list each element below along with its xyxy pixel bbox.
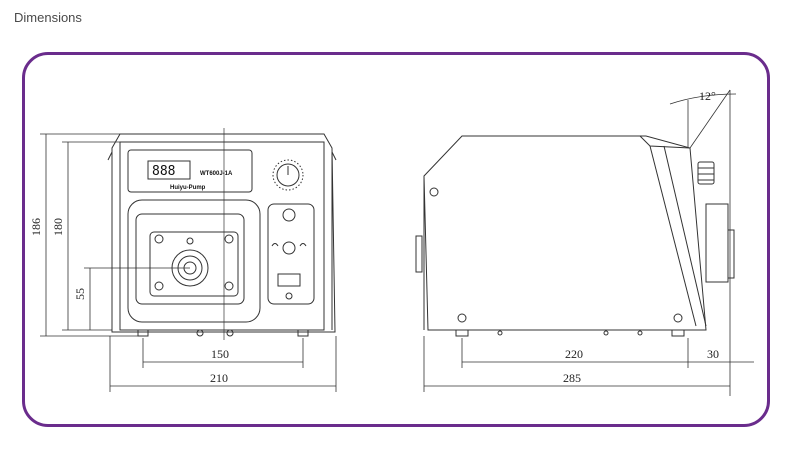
dim-180: 180 bbox=[51, 218, 65, 236]
knob-scale-icon bbox=[272, 159, 304, 191]
front-view bbox=[40, 128, 337, 392]
dim-angle: 12° bbox=[699, 89, 716, 103]
dim-285: 285 bbox=[563, 371, 581, 385]
dim-186: 186 bbox=[29, 218, 43, 236]
dim-30: 30 bbox=[707, 347, 719, 361]
foot bbox=[297, 329, 309, 337]
brand-label: Huiyu-Pump bbox=[170, 185, 206, 191]
control-panel bbox=[267, 203, 315, 305]
back-connector-panel bbox=[705, 203, 729, 283]
front-panel bbox=[119, 141, 325, 331]
side-knob-icon bbox=[697, 161, 715, 185]
led-display bbox=[147, 160, 191, 180]
pump-head-body bbox=[127, 199, 261, 323]
foot bbox=[455, 329, 469, 337]
pump-head-plate bbox=[149, 231, 239, 297]
right-side-flap bbox=[331, 151, 337, 330]
drawing-frame bbox=[22, 52, 770, 427]
speed-knob-icon bbox=[276, 163, 300, 187]
model-label: WT600J-1A bbox=[200, 171, 233, 177]
dim-210: 210 bbox=[210, 371, 228, 385]
screw-icon bbox=[154, 234, 164, 244]
screw-icon bbox=[429, 187, 439, 197]
dim-220: 220 bbox=[565, 347, 583, 361]
side-dimensions bbox=[423, 336, 754, 392]
screw-icon bbox=[224, 234, 234, 244]
led-digits: 888 bbox=[152, 164, 175, 179]
dim-150: 150 bbox=[211, 347, 229, 361]
side-view bbox=[415, 89, 754, 396]
front-housing-outline bbox=[111, 133, 336, 333]
screw-icon bbox=[673, 313, 683, 323]
power-switch-icon bbox=[277, 273, 301, 287]
display-panel bbox=[127, 149, 253, 193]
screw-icon bbox=[457, 313, 467, 323]
foot bbox=[671, 329, 685, 337]
page-title: Dimensions bbox=[14, 10, 82, 25]
dim-55: 55 bbox=[73, 288, 87, 300]
screw-icon bbox=[224, 281, 234, 291]
start-button-icon bbox=[282, 208, 296, 222]
foot bbox=[137, 329, 149, 337]
direction-switch-icon bbox=[282, 241, 296, 255]
front-dimensions bbox=[40, 133, 337, 392]
side-housing-outline bbox=[423, 135, 707, 331]
angle-arc bbox=[669, 93, 737, 105]
screw-icon bbox=[154, 281, 164, 291]
left-side-flap bbox=[107, 151, 113, 330]
